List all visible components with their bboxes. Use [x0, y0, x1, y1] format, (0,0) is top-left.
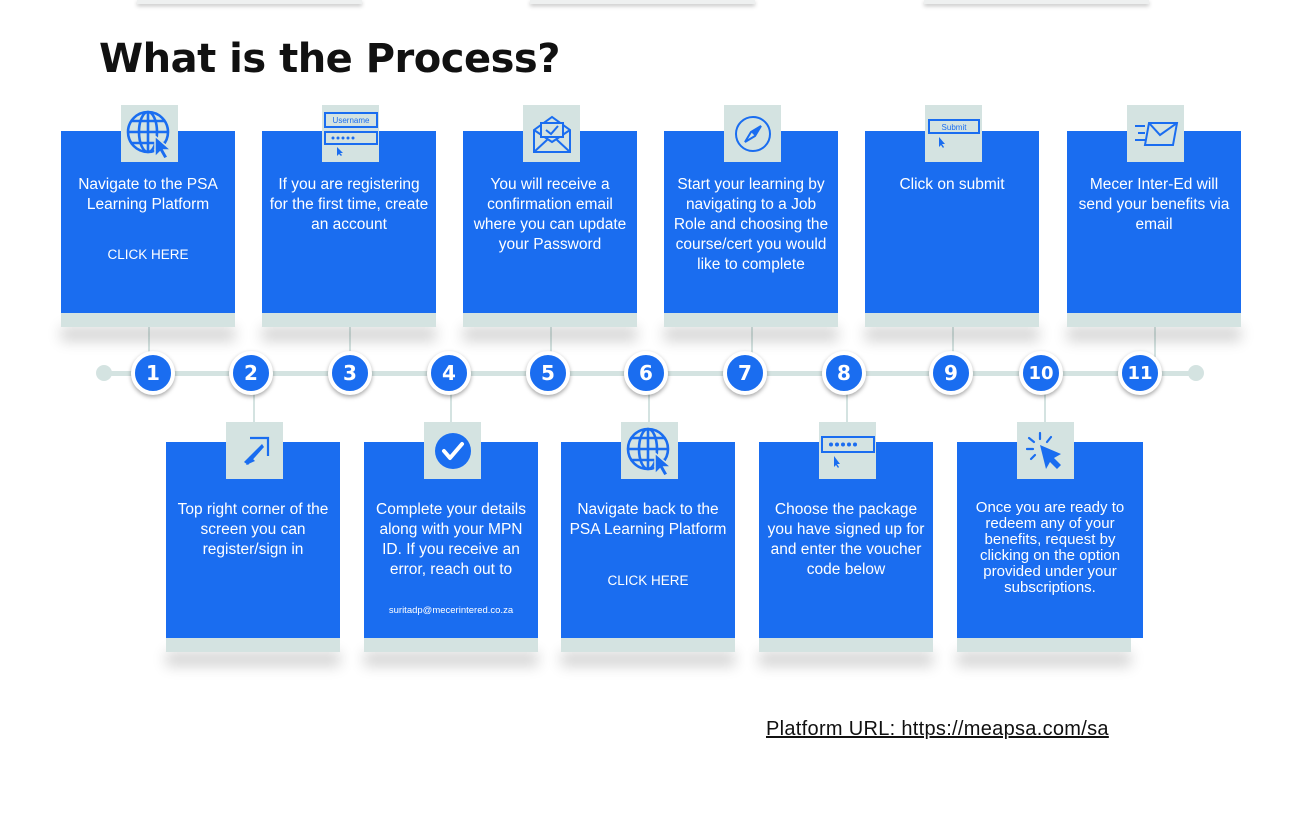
submit-icon-label: Submit: [941, 123, 967, 132]
globe-cursor-icon: [621, 422, 678, 479]
step-number-6: 6: [624, 351, 668, 395]
page-title: What is the Process?: [99, 36, 560, 82]
connector-line: [349, 327, 351, 357]
step-9-text: Click on submit: [899, 176, 1005, 193]
top-decor-bar: [924, 0, 1149, 4]
step-card-3: Username If you are registering for the …: [262, 105, 436, 327]
step-10-text: Once you are ready to redeem any of your…: [975, 499, 1125, 596]
submit-button-icon: Submit: [925, 105, 982, 162]
step-5-text: You will receive a confirmation email wh…: [473, 176, 627, 253]
connector-line: [450, 390, 452, 422]
step-7-text: Start your learning by navigating to a J…: [673, 176, 829, 273]
step-number-4: 4: [427, 351, 471, 395]
step-number-8: 8: [822, 351, 866, 395]
connector-line: [1044, 390, 1046, 422]
check-circle-icon: [424, 422, 481, 479]
connector-line: [952, 327, 954, 357]
arrow-up-right-icon: [226, 422, 283, 479]
globe-cursor-icon: [121, 105, 178, 162]
step-card-1: Navigate to the PSA Learning Platform CL…: [61, 105, 235, 327]
step-11-text: Mecer Inter-Ed will send your benefits v…: [1078, 176, 1230, 233]
step-6-click-here-link[interactable]: CLICK HERE: [607, 573, 689, 588]
step-card-10: Once you are ready to redeem any of your…: [957, 422, 1143, 652]
step-8-text: Choose the package you have signed up fo…: [767, 501, 925, 578]
email-check-icon: [523, 105, 580, 162]
click-cursor-icon: [1017, 422, 1074, 479]
support-email[interactable]: suritadp@mecerintered.co.za: [388, 605, 514, 616]
step-card-11: Mecer Inter-Ed will send your benefits v…: [1067, 105, 1241, 327]
compass-icon: [724, 105, 781, 162]
password-field-icon: [819, 422, 876, 479]
step-card-7: Start your learning by navigating to a J…: [664, 105, 838, 327]
username-icon-label: Username: [332, 116, 369, 125]
connector-line: [1154, 327, 1156, 357]
step-1-click-here-link[interactable]: CLICK HERE: [107, 247, 189, 262]
step-number-9: 9: [929, 351, 973, 395]
step-number-11: 11: [1118, 351, 1162, 395]
connector-line: [148, 327, 150, 357]
step-number-10: 10: [1019, 351, 1063, 395]
connector-line: [648, 390, 650, 422]
step-card-8: Choose the package you have signed up fo…: [759, 422, 933, 652]
step-number-3: 3: [328, 351, 372, 395]
timeline-end-dot: [1188, 365, 1204, 381]
step-card-5: You will receive a confirmation email wh…: [463, 105, 637, 327]
step-number-2: 2: [229, 351, 273, 395]
step-card-6: Navigate back to the PSA Learning Platfo…: [561, 422, 735, 652]
step-card-4: Complete your details along with your MP…: [364, 422, 538, 652]
step-3-text: If you are registering for the first tim…: [269, 176, 429, 233]
top-decor-bar: [530, 0, 755, 4]
step-6-text: Navigate back to the PSA Learning Platfo…: [569, 501, 727, 538]
step-card-2: Top right corner of the screen you can r…: [166, 422, 340, 652]
platform-url-link[interactable]: Platform URL: https://meapsa.com/sa: [766, 718, 1109, 740]
top-decor-bar: [137, 0, 362, 4]
step-2-text: Top right corner of the screen you can r…: [177, 501, 329, 558]
login-form-icon: Username: [322, 105, 379, 162]
timeline-start-dot: [96, 365, 112, 381]
connector-line: [253, 390, 255, 422]
step-4-text: Complete your details along with your MP…: [376, 501, 526, 578]
send-mail-icon: [1127, 105, 1184, 162]
connector-line: [846, 390, 848, 422]
step-number-5: 5: [526, 351, 570, 395]
step-number-7: 7: [723, 351, 767, 395]
step-1-text: Navigate to the PSA Learning Platform: [78, 176, 218, 213]
step-number-1: 1: [131, 351, 175, 395]
step-card-9: Submit Click on submit: [865, 105, 1039, 327]
connector-line: [751, 327, 753, 357]
connector-line: [550, 327, 552, 357]
